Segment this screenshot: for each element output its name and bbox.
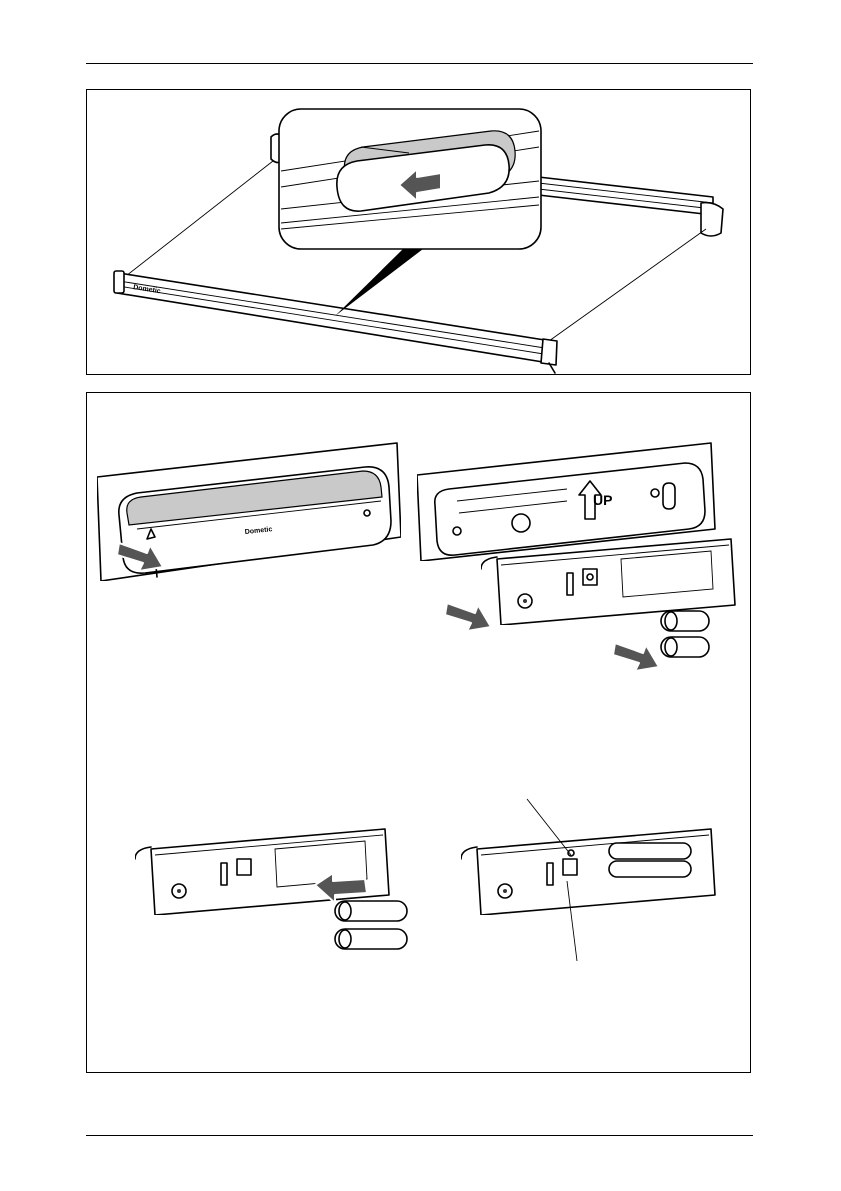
figure-panel-awning: Dometic	[86, 89, 751, 375]
battery-tray-closed	[461, 825, 723, 915]
header-rule	[86, 63, 753, 64]
arrow-right-down-icon	[613, 633, 663, 675]
awning-left-arm	[126, 161, 273, 276]
zoom-pointer	[335, 249, 423, 316]
figure-panel-battery: Dometic UP	[86, 392, 751, 1073]
battery-icon	[657, 609, 713, 661]
arrow-up-icon	[577, 479, 603, 521]
callout-lines	[525, 797, 585, 965]
awning-front-rail	[114, 271, 557, 373]
arrow-right-down-icon	[445, 593, 495, 635]
footer-rule	[86, 1135, 753, 1136]
awning-back-rail	[521, 175, 723, 236]
battery-icon	[329, 899, 413, 953]
awning-illustration: Dometic	[87, 90, 752, 376]
arrow-right-down-icon	[117, 533, 167, 575]
awning-right-arm	[549, 229, 706, 341]
